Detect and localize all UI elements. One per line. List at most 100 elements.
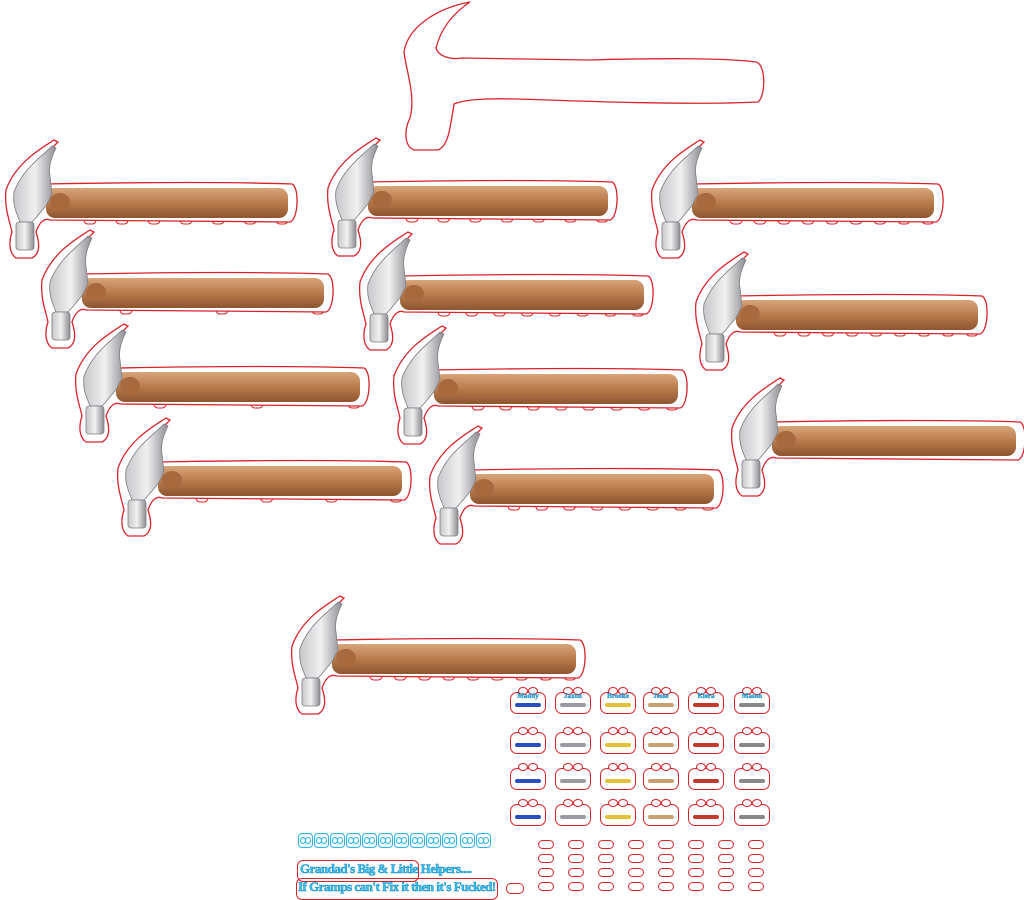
eyelet-icon: [410, 833, 425, 848]
hammer-icon: [356, 228, 660, 351]
eyelet-icon: [330, 833, 345, 848]
hammer-icon: [288, 592, 592, 715]
hammer-icon: [390, 322, 694, 445]
ring-icon: [688, 882, 704, 891]
mini-hammer-icon: [739, 779, 765, 783]
mini-hammer-icon: [693, 703, 719, 707]
ring-icon: [658, 854, 674, 863]
ring-icon: [628, 868, 644, 877]
helper-name: Jaxon: [564, 692, 582, 700]
eyelet-icon: [298, 833, 313, 848]
ring-icon: [568, 882, 584, 891]
ring-icon: [538, 868, 554, 877]
eyelet-icon: [460, 833, 475, 848]
name-tag-icon: [643, 727, 679, 754]
ring-icon: [658, 882, 674, 891]
helper-name: Mason: [741, 692, 763, 700]
name-tag-icon: [510, 727, 546, 754]
helper-name: Brooke: [607, 692, 629, 700]
name-tag-icon: [688, 763, 724, 790]
name-tag-icon: [600, 763, 636, 790]
name-tag-icon: [510, 763, 546, 790]
ring-icon: [568, 854, 584, 863]
name-tag-icon: [600, 727, 636, 754]
ring-icon: [688, 840, 704, 849]
mini-hammer-icon: [560, 703, 586, 707]
helper-name: Kiera: [697, 692, 715, 700]
ring-icon: [598, 854, 614, 863]
ring-icon: [748, 854, 764, 863]
name-tag-icon: Mason: [734, 687, 770, 714]
name-tag-icon: [643, 799, 679, 826]
caption-line-1: Grandad's Big & Little Helpers....: [300, 861, 472, 877]
mini-hammer-icon: [515, 779, 541, 783]
name-tag-icon: [555, 799, 591, 826]
mini-hammer-icon: [560, 743, 586, 747]
ring-icon: [718, 840, 734, 849]
ring-icon: [506, 883, 524, 894]
mini-hammer-icon: [693, 779, 719, 783]
ring-icon: [718, 854, 734, 863]
ring-icon: [628, 854, 644, 863]
hammer-outline-icon: [398, 0, 768, 152]
ring-icon: [718, 868, 734, 877]
helper-name: Jesse: [653, 692, 669, 700]
hammer-icon: [728, 374, 1024, 497]
mini-hammer-icon: [515, 743, 541, 747]
name-tag-icon: [688, 727, 724, 754]
hammer-icon: [72, 320, 376, 443]
name-tag-icon: [510, 799, 546, 826]
ring-icon: [628, 882, 644, 891]
ring-icon: [568, 840, 584, 849]
ring-icon: [688, 868, 704, 877]
eyelet-icon: [476, 833, 491, 848]
hammer-icon: [648, 136, 950, 259]
eyelet-icon: [378, 833, 393, 848]
mini-hammer-icon: [648, 779, 674, 783]
ring-icon: [658, 868, 674, 877]
ring-icon: [748, 868, 764, 877]
name-tag-icon: [600, 799, 636, 826]
mini-hammer-icon: [693, 815, 719, 819]
ring-icon: [538, 840, 554, 849]
hammer-icon: [426, 422, 730, 545]
ring-icon: [598, 840, 614, 849]
name-tag-icon: [734, 763, 770, 790]
mini-hammer-icon: [739, 815, 765, 819]
name-tag-icon: [734, 799, 770, 826]
ring-icon: [538, 854, 554, 863]
name-tag-icon: [555, 763, 591, 790]
eyelet-icon: [394, 833, 409, 848]
hammer-icon: [324, 134, 624, 257]
ring-icon: [628, 840, 644, 849]
mini-hammer-icon: [560, 815, 586, 819]
ring-icon: [598, 868, 614, 877]
caption-outline: [297, 860, 419, 882]
name-tag-icon: Jesse: [643, 687, 679, 714]
hammer-icon: [114, 414, 418, 537]
mini-hammer-icon: [739, 703, 765, 707]
eyelet-icon: [314, 833, 329, 848]
mini-hammer-icon: [648, 815, 674, 819]
mini-hammer-icon: [693, 743, 719, 747]
hammer-icon: [692, 248, 994, 371]
ring-icon: [658, 840, 674, 849]
name-tag-icon: Brooke: [600, 687, 636, 714]
helper-name: Maddy: [517, 692, 539, 700]
mini-hammer-icon: [605, 703, 631, 707]
name-tag-icon: [734, 727, 770, 754]
ring-icon: [748, 840, 764, 849]
mini-hammer-icon: [515, 815, 541, 819]
eyelet-icon: [346, 833, 361, 848]
mini-hammer-icon: [605, 779, 631, 783]
name-tag-icon: [643, 763, 679, 790]
mini-hammer-icon: [648, 703, 674, 707]
ring-icon: [688, 854, 704, 863]
mini-hammer-icon: [560, 779, 586, 783]
mini-hammer-icon: [605, 815, 631, 819]
name-tag-icon: Jaxon: [555, 687, 591, 714]
ring-icon: [748, 882, 764, 891]
mini-hammer-icon: [515, 703, 541, 707]
name-tag-icon: Maddy: [510, 687, 546, 714]
